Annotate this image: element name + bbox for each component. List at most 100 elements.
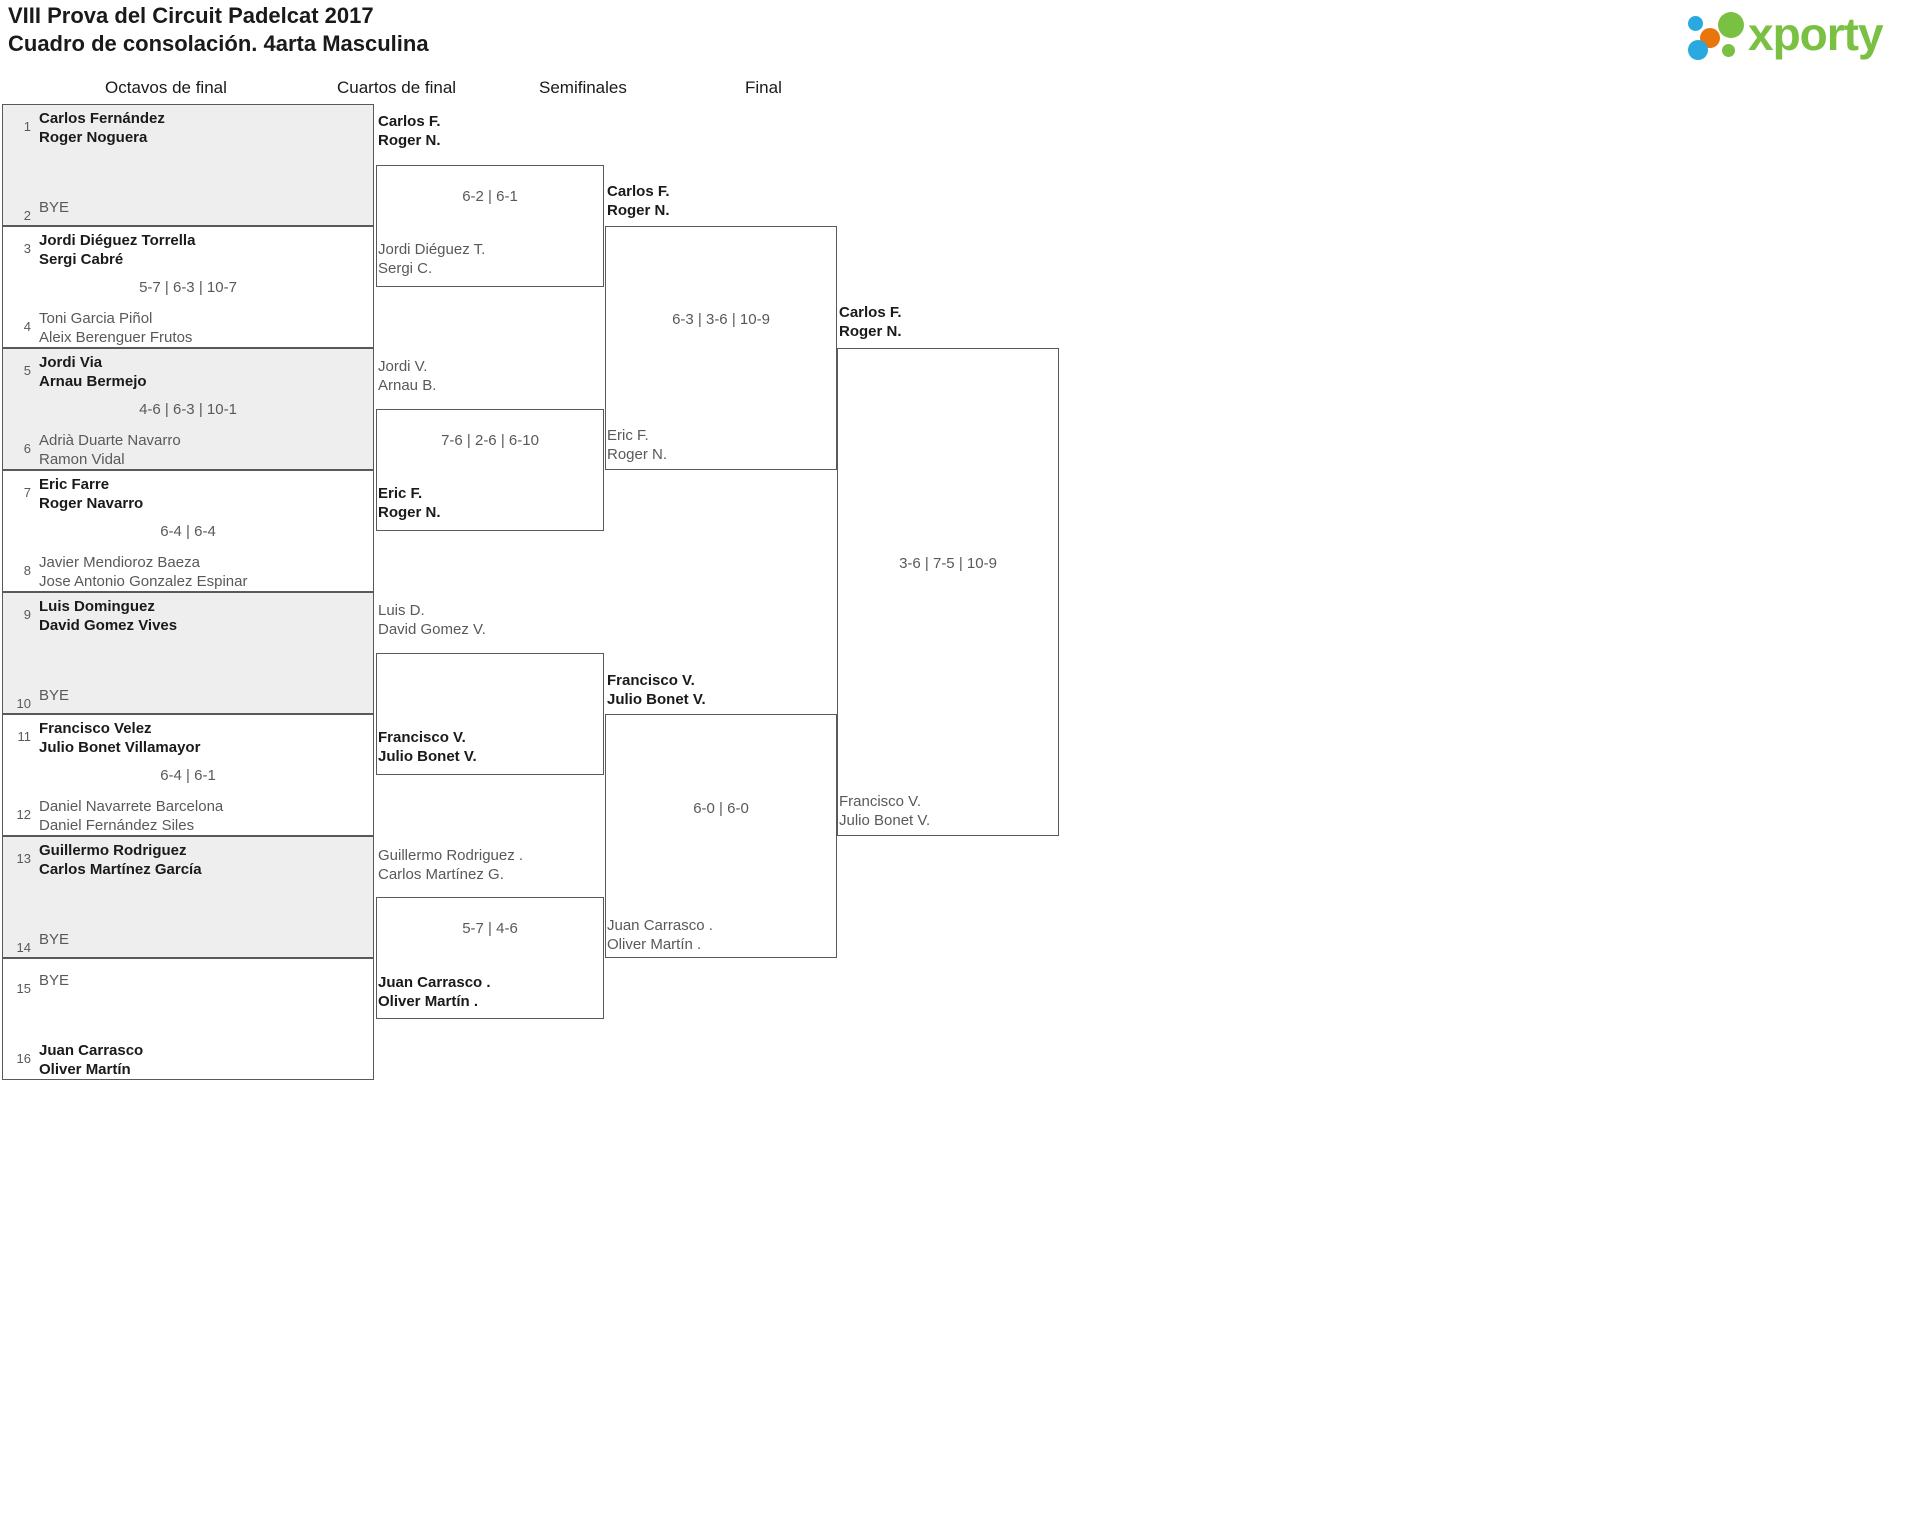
r2-score-4: 5-7 | 4-6	[462, 920, 518, 937]
seed-number: 3	[23, 241, 31, 256]
r3-participant-1-top: Carlos F. Roger N.	[607, 183, 670, 219]
r1-match-6[interactable]: 11 Francisco Velez Julio Bonet Villamayo…	[2, 714, 374, 836]
seed-bye-label: BYE	[39, 687, 70, 704]
seed-number: 15	[16, 981, 31, 996]
seed-number: 2	[23, 208, 31, 223]
seed-player-names: Juan Carrasco Oliver Martín	[39, 1042, 144, 1078]
round-heading-cuartos: Cuartos de final	[337, 78, 457, 97]
r1-seed-9[interactable]: 9 Luis Dominguez David Gomez Vives	[3, 597, 373, 635]
r1-seed-6[interactable]: 6 Adrià Duarte Navarro Ramon Vidal	[3, 431, 373, 469]
r1-seed-16[interactable]: 16 Juan Carrasco Oliver Martín	[3, 1041, 373, 1079]
seed-number: 7	[23, 485, 31, 500]
round-heading-semifinales: Semifinales	[539, 78, 627, 97]
page-header: VIII Prova del Circuit Padelcat 2017 Cua…	[0, 0, 1920, 72]
round-heading-final: Final	[745, 78, 782, 97]
seed-player-names: Carlos Fernández Roger Noguera	[39, 110, 165, 146]
seed-bye-label: BYE	[39, 972, 70, 989]
r2-participant-3-top: Luis D. David Gomez V.	[378, 602, 486, 638]
r1-match-4[interactable]: 7 Eric Farre Roger Navarro 6-4 | 6-4 8 J…	[2, 470, 374, 592]
r4-match-final[interactable]	[837, 348, 1059, 836]
seed-number: 12	[16, 807, 31, 822]
r2-match-4[interactable]	[376, 897, 604, 1019]
r2-match-2[interactable]	[376, 409, 604, 531]
r2-participant-1-bottom: Jordi Diéguez T. Sergi C.	[378, 241, 486, 277]
logo-dot-green-large	[1718, 12, 1744, 38]
r4-participant-bottom: Francisco V. Julio Bonet V.	[839, 793, 931, 829]
seed-number: 16	[16, 1051, 31, 1066]
seed-number: 13	[16, 851, 31, 866]
r1-seed-3[interactable]: 3 Jordi Diéguez Torrella Sergi Cabré	[3, 231, 373, 269]
seed-number: 5	[23, 363, 31, 378]
seed-number: 14	[16, 940, 31, 955]
seed-player-names: Toni Garcia Piñol Aleix Berenguer Frutos	[39, 310, 193, 346]
r2-score-2: 7-6 | 2-6 | 6-10	[441, 432, 539, 449]
seed-player-names: Daniel Navarrete Barcelona Daniel Fernán…	[39, 798, 224, 834]
r1-seed-8[interactable]: 8 Javier Mendioroz Baeza Jose Antonio Go…	[3, 553, 373, 591]
seed-number: 10	[16, 696, 31, 711]
round-heading-octavos: Octavos de final	[105, 78, 227, 97]
seed-player-names: Guillermo Rodriguez Carlos Martínez Garc…	[39, 842, 202, 878]
logo-dot-green-small	[1722, 44, 1735, 57]
seed-player-names: Jordi Via Arnau Bermejo	[39, 354, 147, 390]
seed-number: 11	[17, 729, 32, 744]
seed-player-names: Eric Farre Roger Navarro	[39, 476, 144, 512]
r1-match-2[interactable]: 3 Jordi Diéguez Torrella Sergi Cabré 5-7…	[2, 226, 374, 348]
r1-score-3: 4-6 | 6-3 | 10-1	[139, 401, 237, 418]
seed-number: 6	[23, 441, 31, 456]
seed-player-names: Luis Dominguez David Gomez Vives	[39, 598, 178, 634]
r2-match-1[interactable]	[376, 165, 604, 287]
r3-match-1[interactable]	[605, 226, 837, 470]
seed-number: 9	[23, 607, 31, 622]
seed-bye-label: BYE	[39, 931, 70, 948]
r2-match-3[interactable]	[376, 653, 604, 775]
r3-score-2: 6-0 | 6-0	[693, 800, 749, 817]
title-block: VIII Prova del Circuit Padelcat 2017 Cua…	[8, 2, 429, 58]
logo-dot-blue-small	[1688, 16, 1703, 31]
seed-number: 4	[23, 319, 31, 334]
r1-seed-7[interactable]: 7 Eric Farre Roger Navarro	[3, 475, 373, 513]
r4-participant-top: Carlos F. Roger N.	[839, 304, 902, 340]
logo-dots-icon	[1688, 10, 1750, 60]
r1-seed-13[interactable]: 13 Guillermo Rodriguez Carlos Martínez G…	[3, 841, 373, 879]
r3-match-2[interactable]	[605, 714, 837, 958]
r1-match-7[interactable]: 13 Guillermo Rodriguez Carlos Martínez G…	[2, 836, 374, 958]
seed-player-names: Francisco Velez Julio Bonet Villamayor	[39, 720, 201, 756]
r2-participant-2-bottom: Eric F. Roger N.	[378, 485, 441, 521]
r2-score-1: 6-2 | 6-1	[462, 188, 518, 205]
r1-seed-14[interactable]: 14 BYE	[3, 930, 373, 956]
r2-participant-2-top: Jordi V. Arnau B.	[378, 358, 437, 394]
r3-participant-2-bottom: Juan Carrasco . Oliver Martín .	[607, 917, 713, 953]
r1-match-3[interactable]: 5 Jordi Via Arnau Bermejo 4-6 | 6-3 | 10…	[2, 348, 374, 470]
r2-participant-1-top: Carlos F. Roger N.	[378, 113, 441, 149]
r1-seed-11[interactable]: 11 Francisco Velez Julio Bonet Villamayo…	[3, 719, 373, 757]
seed-number: 8	[23, 563, 31, 578]
r3-score-1: 6-3 | 3-6 | 10-9	[672, 311, 770, 328]
r1-match-5[interactable]: 9 Luis Dominguez David Gomez Vives 10 BY…	[2, 592, 374, 714]
r1-seed-12[interactable]: 12 Daniel Navarrete Barcelona Daniel Fer…	[3, 797, 373, 835]
r2-participant-3-bottom: Francisco V. Julio Bonet V.	[378, 729, 477, 765]
r1-seed-2[interactable]: 2 BYE	[3, 198, 373, 224]
r1-seed-4[interactable]: 4 Toni Garcia Piñol Aleix Berenguer Frut…	[3, 309, 373, 347]
seed-bye-label: BYE	[39, 199, 70, 216]
seed-player-names: Adrià Duarte Navarro Ramon Vidal	[39, 432, 181, 468]
seed-player-names: Javier Mendioroz Baeza Jose Antonio Gonz…	[39, 554, 248, 590]
seed-number: 1	[23, 119, 31, 134]
r1-score-6: 6-4 | 6-1	[160, 767, 216, 784]
r1-score-4: 6-4 | 6-4	[160, 523, 216, 540]
r3-participant-1-bottom: Eric F. Roger N.	[607, 427, 668, 463]
r1-score-2: 5-7 | 6-3 | 10-7	[139, 279, 237, 296]
r1-seed-15[interactable]: 15 BYE	[3, 971, 373, 997]
tournament-title-line-2: Cuadro de consolación. 4arta Masculina	[8, 31, 429, 56]
tournament-title-line-1: VIII Prova del Circuit Padelcat 2017	[8, 3, 374, 28]
r1-match-1[interactable]: 1 Carlos Fernández Roger Noguera 2 BYE	[2, 104, 374, 226]
xporty-logo: xporty	[1688, 6, 1908, 62]
r2-participant-4-top: Guillermo Rodriguez . Carlos Martínez G.	[378, 847, 524, 883]
r3-participant-2-top: Francisco V. Julio Bonet V.	[607, 672, 706, 708]
r1-seed-5[interactable]: 5 Jordi Via Arnau Bermejo	[3, 353, 373, 391]
r1-seed-10[interactable]: 10 BYE	[3, 686, 373, 712]
r1-match-8[interactable]: 15 BYE 16 Juan Carrasco Oliver Martín	[2, 958, 374, 1080]
logo-dot-blue-large	[1688, 40, 1708, 60]
logo-wordmark: xporty	[1748, 8, 1884, 60]
r1-seed-1[interactable]: 1 Carlos Fernández Roger Noguera	[3, 109, 373, 147]
